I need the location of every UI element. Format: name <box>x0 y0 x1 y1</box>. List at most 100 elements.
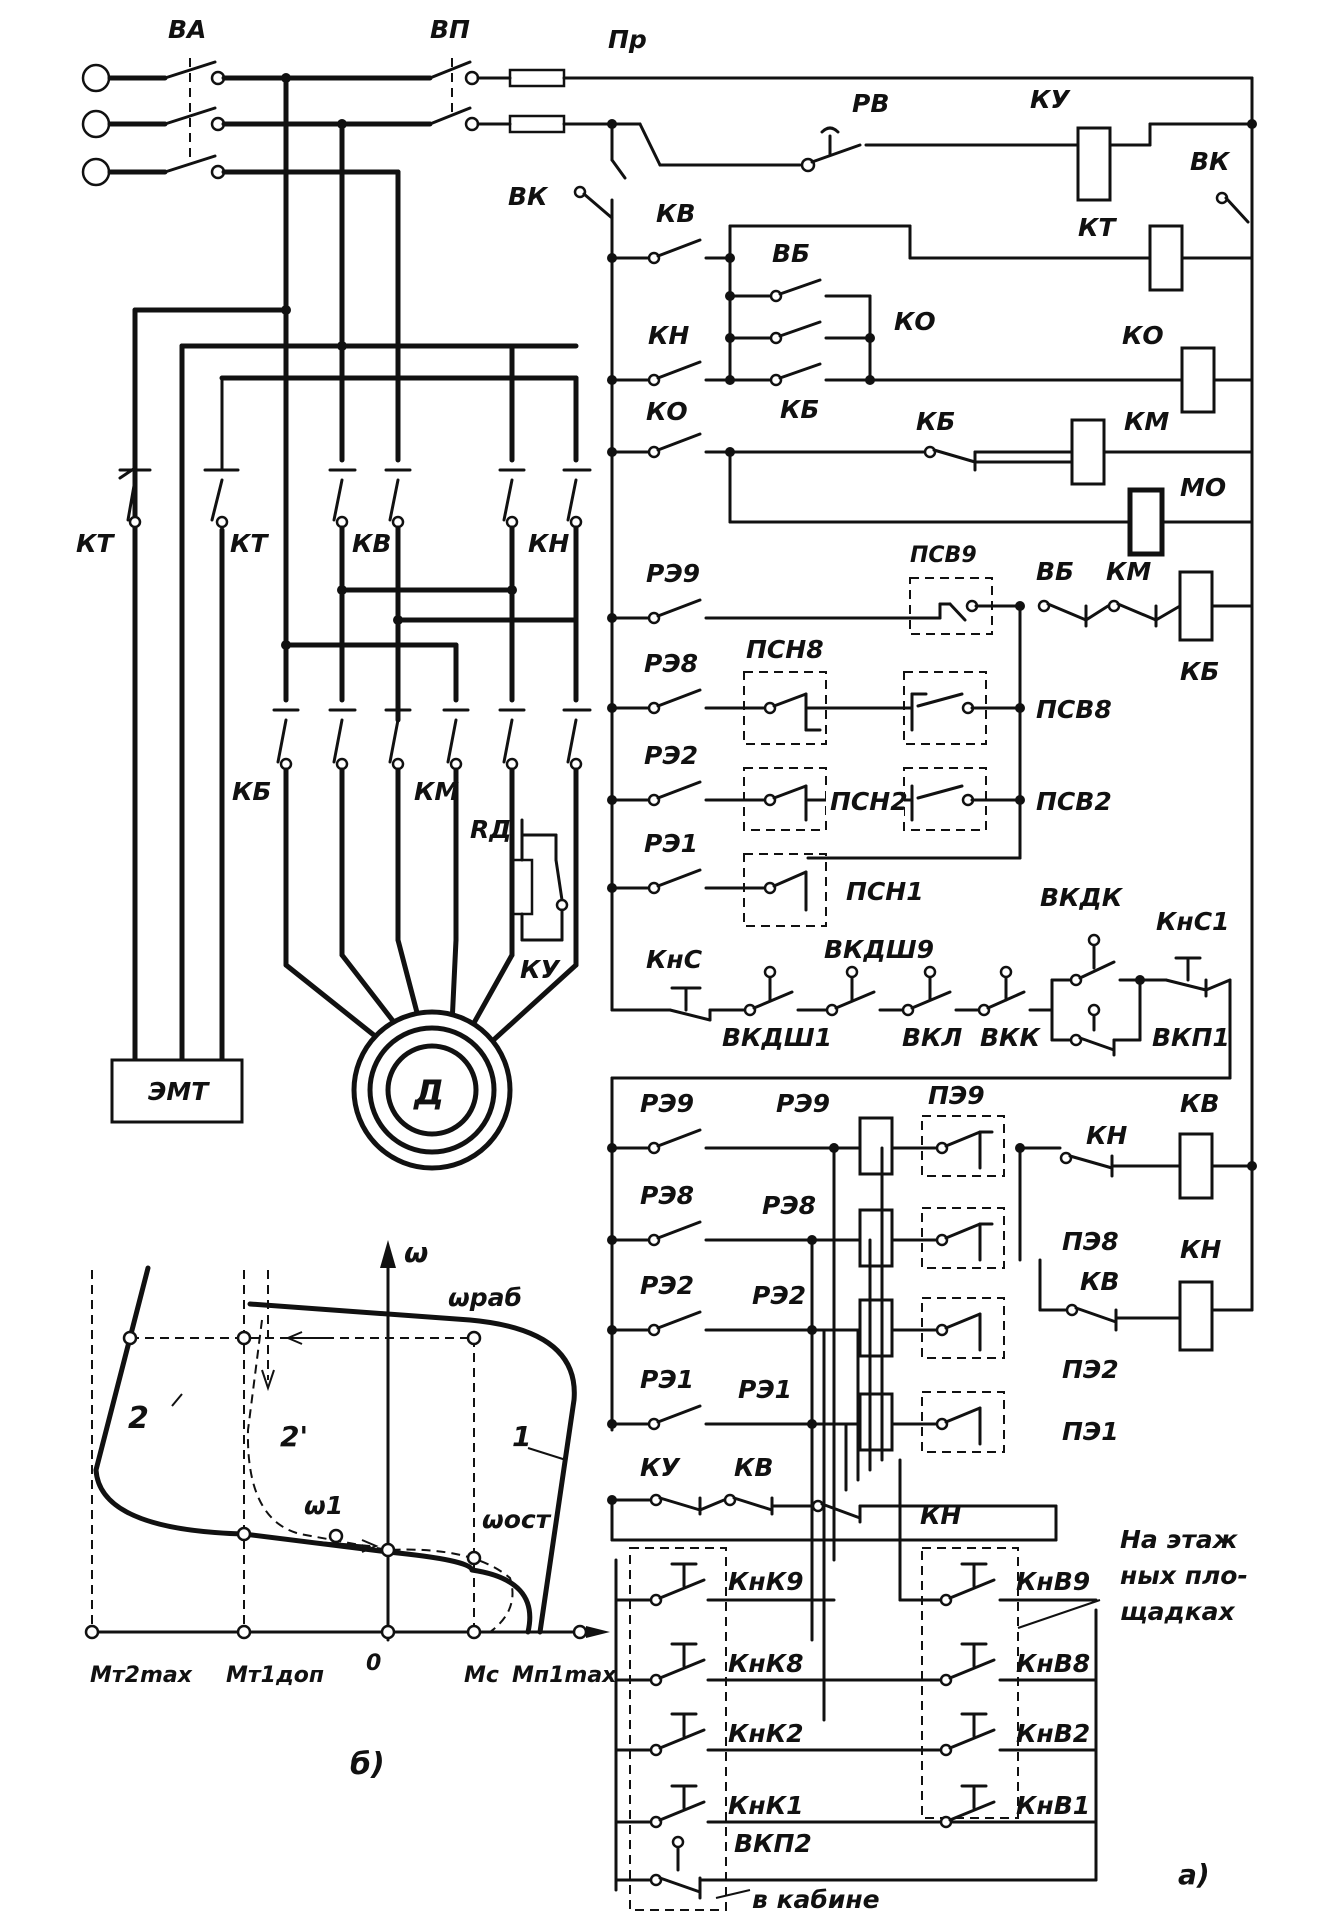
chart-x-tick-2: 0 <box>366 1651 381 1676</box>
re8-label: РЭ8 <box>644 649 698 678</box>
chart-series-2-line <box>93 1265 533 1635</box>
floor-note-1: На этаж <box>1120 1525 1239 1554</box>
kt-coil-label: КТ <box>1078 213 1117 242</box>
vkp2-label: ВКП2 <box>734 1829 812 1858</box>
vkdsh1-label: ВКДШ1 <box>722 1023 832 1052</box>
mo-coil-label: МО <box>1180 473 1226 502</box>
brake-label: ЭМТ <box>148 1077 210 1106</box>
floor-row-1: РЭ1 РЭ1 ПЭ1 <box>607 1365 1119 1453</box>
chart-series-2prime-line <box>246 1319 514 1633</box>
pe8-label: ПЭ8 <box>1062 1227 1119 1256</box>
motor-circuit: КТ КТ КВ КН <box>76 75 592 1171</box>
mechanical-characteristic-chart: ω 2 2' 1 <box>84 1236 617 1782</box>
kn-coil-label: КН <box>1180 1235 1221 1264</box>
psn1-label: ПСН1 <box>846 877 924 906</box>
chart-x-tick-0: Mт2max <box>90 1663 193 1688</box>
floor-call-circuit: РЭ9 РЭ9 ПЭ9 КН КВ <box>607 1076 1257 1912</box>
re1a-label: РЭ1 <box>640 1365 694 1394</box>
re2a-label: РЭ2 <box>640 1271 694 1300</box>
ko-coil-label: КО <box>1122 321 1164 350</box>
re9-label: РЭ9 <box>646 559 700 588</box>
switch-label: ВП <box>430 15 470 44</box>
knc-label: КнС <box>646 945 703 974</box>
ku-floor-label: КУ <box>640 1453 681 1482</box>
re9b-label: РЭ9 <box>776 1089 830 1118</box>
kb-km-contacts: КБ КМ <box>232 708 592 806</box>
kb-label: КБ <box>232 777 272 806</box>
vkl-label: ВКЛ <box>902 1023 962 1052</box>
chart-x-tick-4: Mп1max <box>512 1663 617 1688</box>
vk-left-label: ВК <box>508 182 549 211</box>
ko-contact2-label: КО <box>646 397 688 426</box>
vb2-label: ВБ <box>1036 557 1074 586</box>
vb-contact-label: ВБ <box>772 239 810 268</box>
kv-label: КВ <box>352 529 392 558</box>
vkk-label: ВКК <box>980 1023 1041 1052</box>
knk2-label: КнК2 <box>728 1719 804 1748</box>
pe1-label: ПЭ1 <box>1062 1417 1119 1446</box>
chart-x-tick-1: Mт1доп <box>226 1663 324 1688</box>
cabin-buttons: КнК9 КнК8 КнК2 КнК1 <box>614 1562 1098 1912</box>
chart-part-label: б) <box>350 1747 385 1782</box>
re1-label: РЭ1 <box>644 829 698 858</box>
knv9-label: КнВ9 <box>1016 1567 1090 1596</box>
kb-contact-label: КБ <box>780 395 820 424</box>
control-ladder: ВК КВ КТ ВБ КО <box>508 158 1254 1080</box>
chart-annotation-wrab: ωраб <box>448 1283 522 1312</box>
re2-label: РЭ2 <box>644 741 698 770</box>
motor-label: Д <box>413 1073 444 1113</box>
psn2-label: ПСН2 <box>830 787 908 816</box>
kn-floor-label: КН <box>1086 1121 1127 1150</box>
cabin-label: в кабине <box>752 1885 880 1912</box>
kv2-label: КВ <box>734 1453 774 1482</box>
rv-label: РВ <box>852 89 889 118</box>
chart-series-2prime-label: 2' <box>280 1420 308 1453</box>
kt-a-label: КТ <box>76 529 115 558</box>
knv8-label: КнВ8 <box>1016 1649 1090 1678</box>
km-label: КМ <box>414 777 459 806</box>
landing-buttons: КнВ9 КнВ8 КнВ2 КнВ1 <box>810 1458 1098 1829</box>
knk1-label: КнК1 <box>728 1791 804 1820</box>
rd-label: RД <box>470 815 512 844</box>
pe9-label: ПЭ9 <box>928 1081 985 1110</box>
kn-label: КН <box>528 529 569 558</box>
chart-y-label: ω <box>404 1236 428 1269</box>
psv2-label: ПСВ2 <box>1036 787 1112 816</box>
kv-floor-label: КВ <box>1080 1267 1120 1296</box>
chart-series-1-label: 1 <box>512 1420 531 1453</box>
chart-series-2-label: 2 <box>128 1401 149 1436</box>
part-a-label: а) <box>1178 1858 1210 1891</box>
knv2-label: КнВ2 <box>1016 1719 1090 1748</box>
psv8-label: ПСВ8 <box>1036 695 1112 724</box>
floor-note-2: ных пло- <box>1120 1561 1248 1590</box>
ku-coil-label: КУ <box>1030 85 1071 114</box>
floor-note-3: щадках <box>1120 1597 1236 1626</box>
pe2-label: ПЭ2 <box>1062 1355 1119 1384</box>
kb-contact2-label: КБ <box>916 407 956 436</box>
vk-top-label: ВК <box>1190 147 1231 176</box>
rv-branch: РВ КУ ВК <box>610 85 1257 224</box>
kb-coil-label: КБ <box>1180 657 1220 686</box>
re2b-label: РЭ2 <box>752 1281 806 1310</box>
fuse-label: Пр <box>608 25 647 54</box>
re9a-label: РЭ9 <box>640 1089 694 1118</box>
kv-coil-label: КВ <box>1180 1089 1220 1118</box>
kn-contact-label: КН <box>648 321 689 350</box>
vkdk-label: ВКДК <box>1040 883 1124 912</box>
floor-row-9: РЭ9 РЭ9 ПЭ9 КН КВ <box>607 1081 1257 1200</box>
km-coil-label: КМ <box>1124 407 1169 436</box>
knv1-label: КнВ1 <box>1016 1791 1090 1820</box>
ko-contact-label: КО <box>894 307 936 336</box>
chart-series-1-line <box>247 1301 577 1635</box>
ku-label: КУ <box>520 955 561 984</box>
vkp1-label: ВКП1 <box>1152 1023 1230 1052</box>
knk9-label: КнК9 <box>728 1567 804 1596</box>
chart-x-tick-3: Mс <box>464 1663 499 1688</box>
kv-contact-label: КВ <box>656 199 696 228</box>
psn8-label: ПСН8 <box>746 635 824 664</box>
re1b-label: РЭ1 <box>738 1375 792 1404</box>
breaker-label: ВА <box>168 15 206 44</box>
knc1-label: КнС1 <box>1156 907 1229 936</box>
km2-label: КМ <box>1106 557 1151 586</box>
